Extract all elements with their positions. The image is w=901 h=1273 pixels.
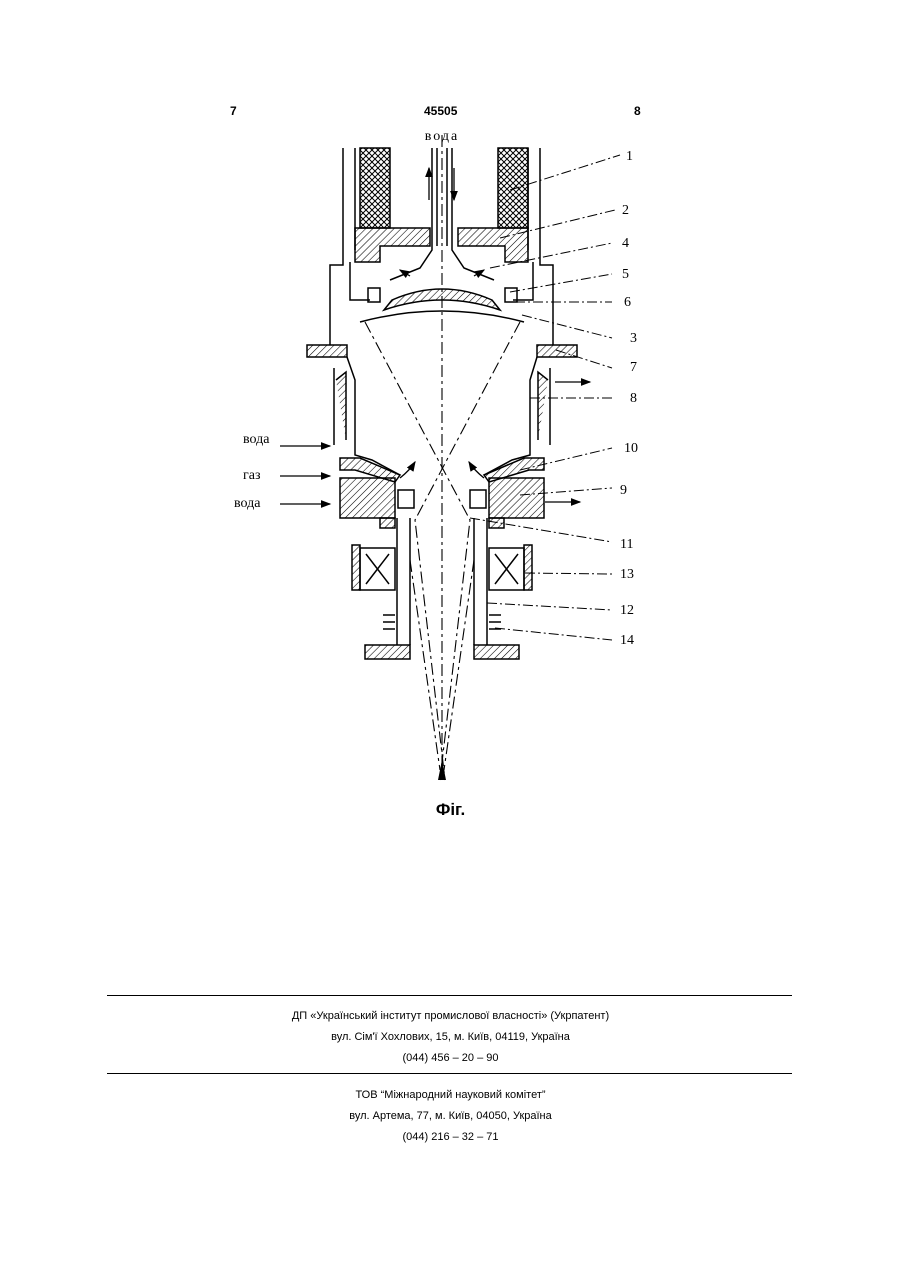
callout: 14	[620, 633, 634, 648]
callout: 13	[620, 567, 634, 582]
publisher-address: вул. Сім'ї Хохлових, 15, м. Київ, 04119,…	[0, 1031, 901, 1043]
figure-caption: Фіг.	[0, 800, 901, 820]
callout: 2	[622, 203, 629, 218]
callout: 8	[630, 391, 637, 406]
printer-name: ТОВ “Міжнародний науковий комітет”	[0, 1089, 901, 1101]
callout: 1	[626, 149, 633, 164]
label-water-upper: вода	[243, 432, 270, 447]
publisher-phone: (044) 456 – 20 – 90	[0, 1052, 901, 1064]
printer-address: вул. Артема, 77, м. Київ, 04050, Україна	[0, 1110, 901, 1122]
divider	[107, 995, 792, 996]
label-water-lower: вода	[234, 496, 261, 511]
callout: 4	[622, 236, 629, 251]
callout: 12	[620, 603, 634, 618]
callout: 6	[624, 295, 631, 310]
callout: 7	[630, 360, 637, 375]
label-water-top: вода	[425, 129, 459, 144]
publisher-name: ДП «Український інститут промислової вла…	[0, 1010, 901, 1022]
callout: 3	[630, 331, 637, 346]
divider	[107, 1073, 792, 1074]
label-gas: газ	[243, 468, 261, 483]
printer-phone: (044) 216 – 32 – 71	[0, 1131, 901, 1143]
callout: 10	[624, 441, 638, 456]
callout: 9	[620, 483, 627, 498]
callout: 5	[622, 267, 629, 282]
callout: 11	[620, 537, 633, 552]
